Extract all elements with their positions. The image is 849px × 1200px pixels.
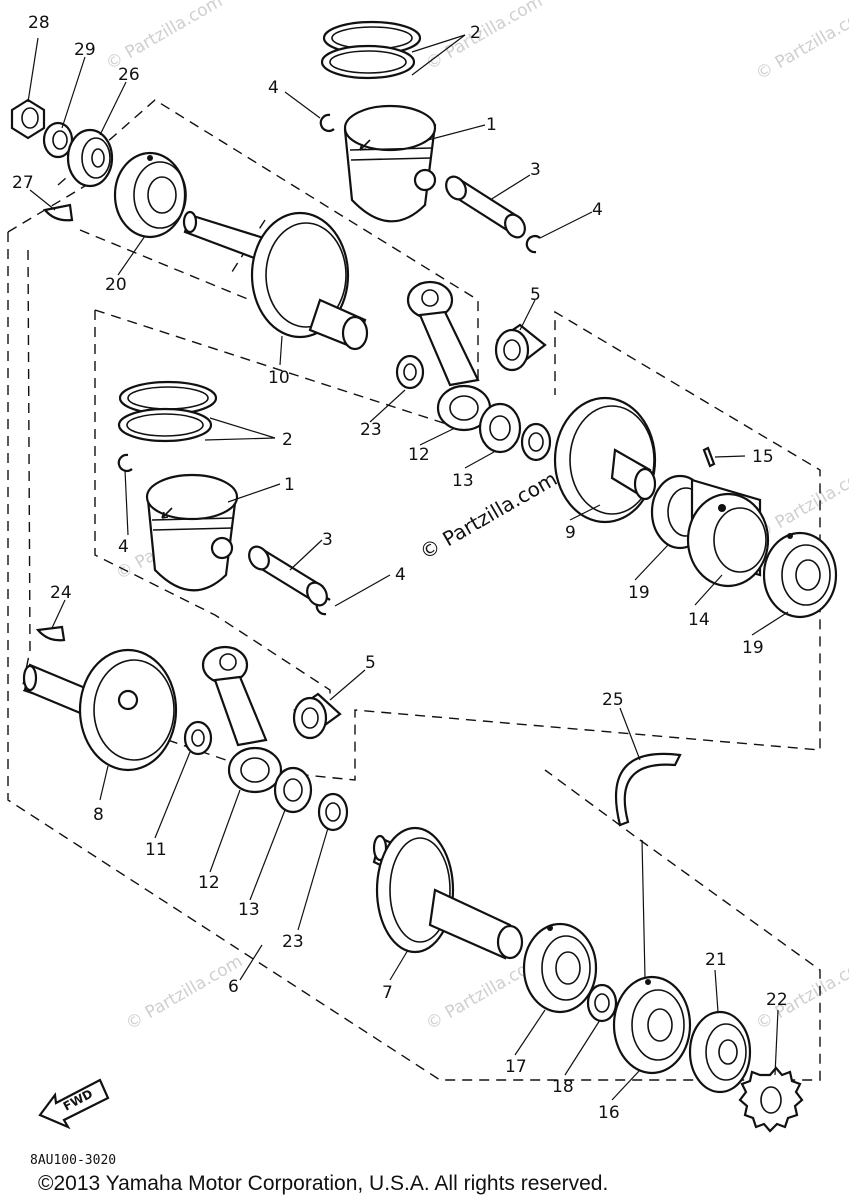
callout-22: 22 [766, 990, 788, 1010]
center-bearing-housing [686, 478, 770, 588]
callout-19-right: 19 [742, 638, 764, 658]
piston-upper [343, 104, 437, 223]
bearing-center-right [762, 531, 838, 619]
callout-20: 20 [105, 275, 127, 295]
crankshaft-half-right [372, 826, 524, 960]
callout-18: 18 [552, 1077, 574, 1097]
callout-23-upper: 23 [360, 420, 382, 440]
callout-12-upper: 12 [408, 445, 430, 465]
needle-bearing-middle [478, 402, 552, 462]
callouts: 28 29 26 27 20 2 4 1 3 4 10 5 23 12 13 2… [12, 13, 788, 1123]
clip-upper-left [319, 113, 335, 132]
spacer-washer [586, 983, 618, 1023]
oil-seal-lower [688, 1010, 752, 1094]
watermark: © Partzilla.com [753, 1, 849, 84]
piston-rings-middle [117, 380, 218, 443]
piston-pin-middle [248, 545, 328, 607]
callout-6: 6 [228, 977, 239, 997]
middle-outline [94, 310, 331, 700]
callout-23-lower: 23 [282, 932, 304, 952]
part-code: 8AU100-3020 [30, 1153, 116, 1168]
bearing-right-inner [522, 922, 598, 1014]
needle-bearing-bottom [273, 766, 313, 814]
oil-seal-upper [66, 128, 114, 188]
callout-7: 7 [382, 983, 393, 1003]
callout-12-lower: 12 [198, 873, 220, 893]
needle-bearing-upper [494, 323, 547, 372]
callout-1-middle: 1 [284, 475, 295, 495]
callout-3-upper: 3 [530, 160, 541, 180]
thrust-washer-upper [395, 354, 425, 390]
crankshaft-half-upper [182, 210, 369, 351]
callout-16: 16 [598, 1103, 620, 1123]
callout-2-middle: 2 [282, 430, 293, 450]
thrust-washer-lower [317, 792, 349, 832]
lower-assembly-outline [21, 249, 821, 781]
piston-rings-upper [320, 20, 422, 80]
thrust-washer-left [183, 720, 213, 756]
connecting-rod-lower [201, 645, 283, 794]
callout-26: 26 [118, 65, 140, 85]
watermark: © Partzilla.com [423, 0, 547, 74]
callout-5-lower: 5 [365, 653, 376, 673]
clip-middle-left [117, 453, 133, 472]
crankshaft-half-lower [22, 648, 178, 772]
nut [10, 98, 46, 140]
callout-21: 21 [705, 950, 727, 970]
callout-13-lower: 13 [238, 900, 260, 920]
outline-segment [229, 219, 266, 276]
callout-5-upper: 5 [530, 285, 541, 305]
watermark-center: © Partzilla.com [416, 466, 562, 564]
piston-middle [145, 473, 239, 592]
callout-8: 8 [93, 805, 104, 825]
woodruff-key-lower [35, 625, 66, 642]
bearing-right-outer [612, 975, 692, 1075]
bearing-upper-left [113, 151, 187, 239]
callout-19-left: 19 [628, 583, 650, 603]
callout-27: 27 [12, 173, 34, 193]
outline-segment [79, 229, 251, 301]
callout-3-middle: 3 [322, 530, 333, 550]
callout-24: 24 [50, 583, 72, 603]
callout-28: 28 [28, 13, 50, 33]
outline-segment [94, 309, 466, 431]
callout-4-upper-left: 4 [268, 78, 279, 98]
needle-bearing-lower [292, 692, 342, 740]
callout-25: 25 [602, 690, 624, 710]
callout-17: 17 [505, 1057, 527, 1077]
callout-13-upper: 13 [452, 471, 474, 491]
upper-crank-outline [57, 99, 479, 380]
callout-15: 15 [752, 447, 774, 467]
callout-11: 11 [145, 840, 167, 860]
callout-10: 10 [268, 368, 290, 388]
watermark: © Partzilla.com [103, 0, 227, 74]
callout-9: 9 [565, 523, 576, 543]
leader-lines [27, 34, 789, 1101]
circlip [615, 752, 682, 827]
piston-pin-upper [445, 175, 526, 239]
center-crank-web [553, 396, 657, 524]
crank-assembly-outline [7, 232, 821, 1081]
copyright-notice: ©2013 Yamaha Motor Corporation, U.S.A. A… [38, 1172, 608, 1195]
callout-14: 14 [688, 610, 710, 630]
callout-29: 29 [74, 40, 96, 60]
forward-arrow-icon: FWD [38, 1078, 110, 1130]
connecting-rod-upper [406, 280, 492, 432]
clip-upper-right [525, 235, 541, 254]
callout-1-upper: 1 [486, 115, 497, 135]
woodruff-key-upper [42, 203, 74, 222]
callout-4-middle-left: 4 [118, 537, 129, 557]
callout-4-middle-right: 4 [395, 565, 406, 585]
callout-2-upper: 2 [470, 23, 481, 43]
assembly-outline [7, 99, 821, 1081]
dowel-pin [702, 446, 716, 468]
drive-gear [738, 1066, 804, 1133]
callout-4-upper-right: 4 [592, 200, 603, 220]
